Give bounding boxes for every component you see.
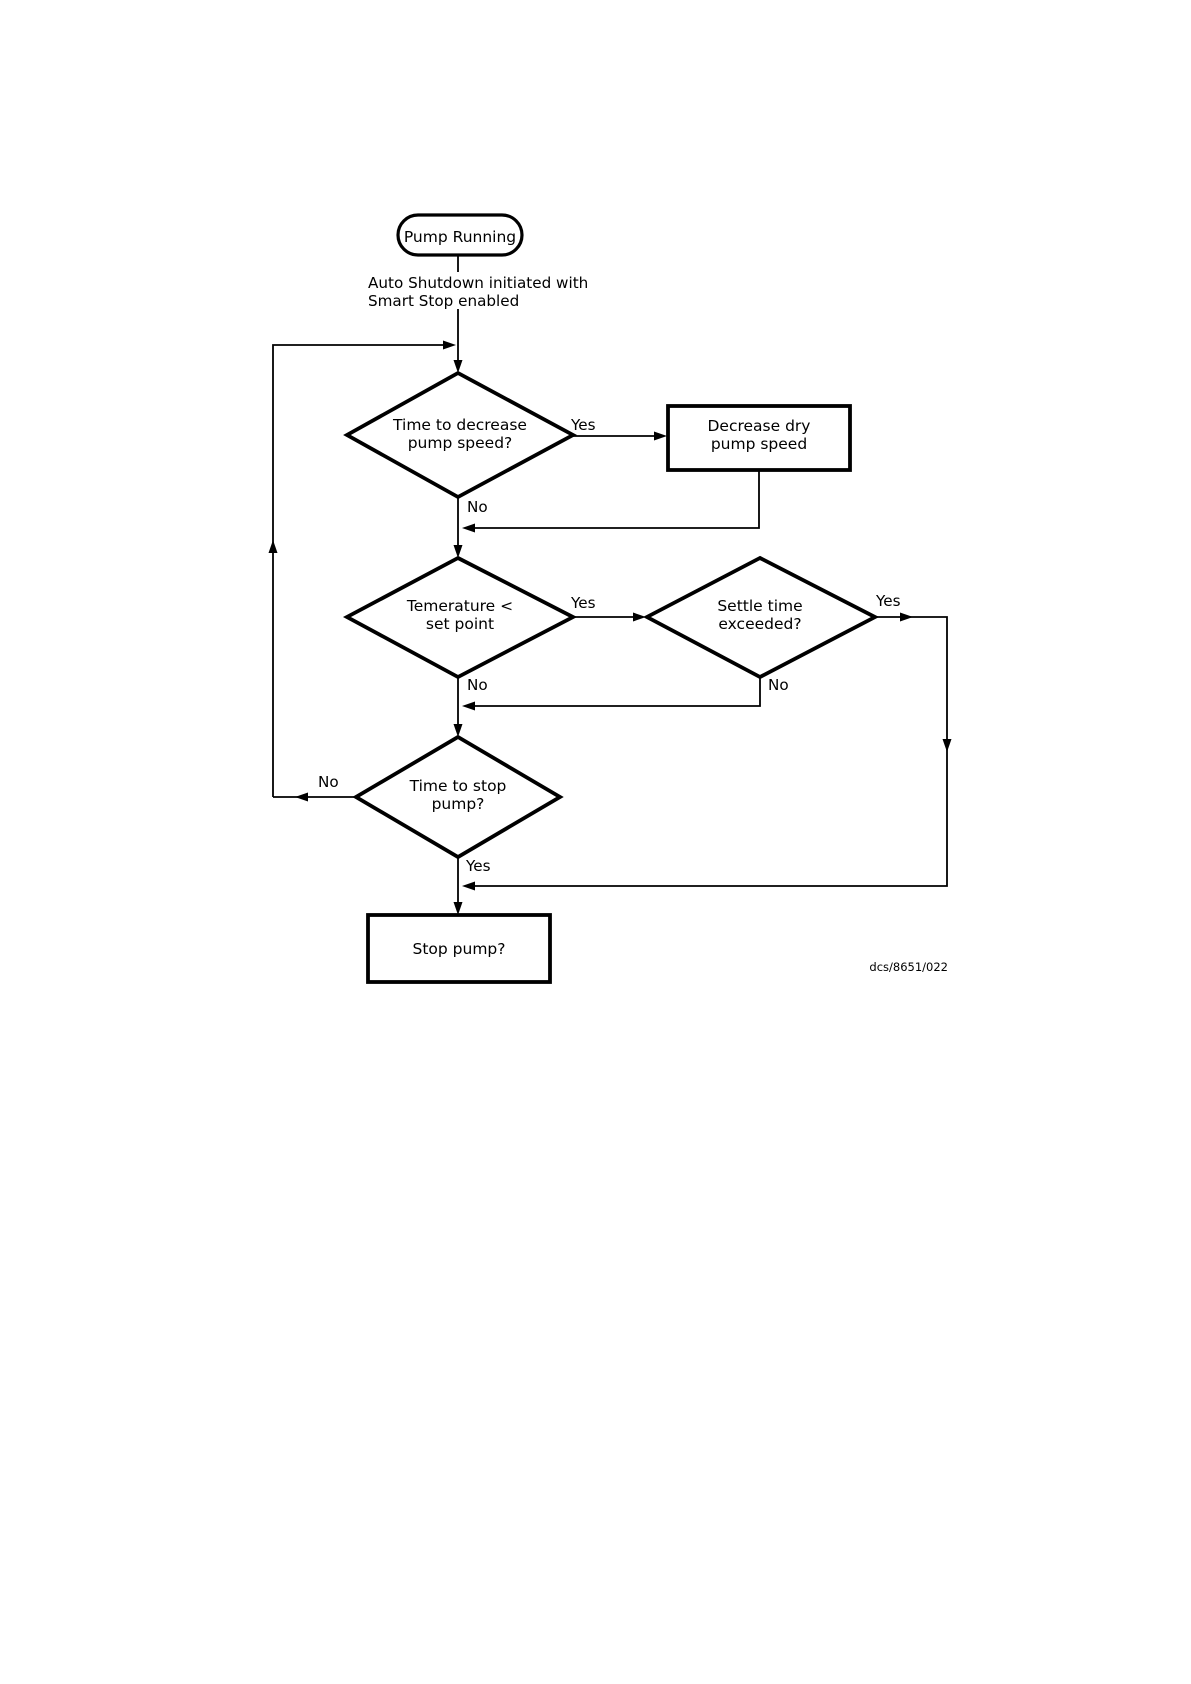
- process-shape: [666, 404, 852, 472]
- process-shape: [366, 913, 552, 984]
- edge-label-yes: Yes: [570, 594, 596, 612]
- arrow-down-icon: [453, 545, 463, 558]
- edge-label-no: No: [318, 773, 339, 791]
- decision-settle-line1: Settle time: [717, 597, 802, 615]
- decision-settle-time: Settle time exceeded?: [642, 555, 880, 680]
- connector-decision3-yes: [462, 612, 952, 891]
- connector-decision4-no: [273, 792, 356, 802]
- decision-shape: [343, 370, 578, 500]
- connector-decision1-yes: [573, 431, 667, 441]
- decision-stop-time: Time to stop pump?: [352, 734, 564, 860]
- connector-decision3-no: [462, 677, 761, 711]
- arrow-down-icon: [453, 902, 463, 915]
- process-decrease-line2: pump speed: [711, 435, 807, 453]
- connector-start-to-decision1: [453, 255, 463, 373]
- edge-label-no: No: [768, 676, 789, 694]
- process-decrease-line1: Decrease dry: [708, 417, 811, 435]
- start-terminator: Pump Running: [396, 213, 524, 257]
- arrow-down-icon: [942, 739, 952, 752]
- decision-decrease-speed-line1: Time to decrease: [392, 416, 527, 434]
- decision-shape: [342, 555, 578, 680]
- arrow-down-icon: [453, 360, 463, 373]
- arrow-left-icon: [462, 523, 475, 533]
- edge-label-yes: Yes: [875, 592, 901, 610]
- process-stop-pump: Stop pump?: [366, 913, 552, 984]
- connector-segment: [466, 616, 948, 887]
- arrow-right-icon: [654, 431, 667, 441]
- edge-label-no: No: [467, 676, 488, 694]
- connector-segment: [466, 677, 761, 707]
- decision-stop-time-line1: Time to stop: [409, 777, 507, 795]
- decision-temperature: Temerature < set point: [342, 555, 578, 680]
- arrow-right-icon: [443, 340, 456, 350]
- decision-temperature-line1: Temerature <: [406, 597, 513, 615]
- figure-caption: dcs/8651/022: [869, 960, 948, 974]
- decision-settle-line2: exceeded?: [718, 615, 801, 633]
- start-label: Pump Running: [404, 228, 516, 246]
- process-stop-label: Stop pump?: [413, 940, 506, 958]
- decision-stop-time-line2: pump?: [432, 795, 485, 813]
- decision-decrease-speed-line2: pump speed?: [408, 434, 513, 452]
- decision-temperature-line2: set point: [426, 615, 494, 633]
- arrow-left-icon: [295, 792, 308, 802]
- process-decrease-dry-pump: Decrease dry pump speed: [666, 404, 852, 472]
- connector-decision1-no: [453, 497, 463, 558]
- decision-shape: [352, 734, 564, 860]
- connector-decision2-yes: [573, 612, 646, 622]
- arrow-up-icon: [268, 540, 278, 553]
- arrow-left-icon: [462, 701, 475, 711]
- edge-label-no: No: [467, 498, 488, 516]
- arrow-right-icon: [900, 612, 913, 622]
- connector-decision4-yes: [453, 857, 463, 915]
- trigger-note: Auto Shutdown initiated with Smart Stop …: [368, 274, 588, 310]
- connector-segment: [466, 470, 760, 529]
- decision-decrease-speed: Time to decrease pump speed?: [343, 370, 578, 500]
- connector-loop-return-top: [268, 340, 456, 797]
- trigger-note-line1: Auto Shutdown initiated with: [368, 274, 588, 292]
- trigger-note-line2: Smart Stop enabled: [368, 292, 519, 310]
- arrow-right-icon: [633, 612, 646, 622]
- arrow-down-icon: [453, 724, 463, 737]
- connector-segment: [272, 344, 452, 797]
- edge-label-yes: Yes: [570, 416, 596, 434]
- decision-shape: [642, 555, 880, 680]
- connector-process1-return: [462, 470, 760, 533]
- connector-decision2-no: [453, 677, 463, 737]
- terminator-shape: [396, 213, 524, 257]
- arrow-left-icon: [462, 881, 475, 891]
- edge-label-yes: Yes: [465, 857, 491, 875]
